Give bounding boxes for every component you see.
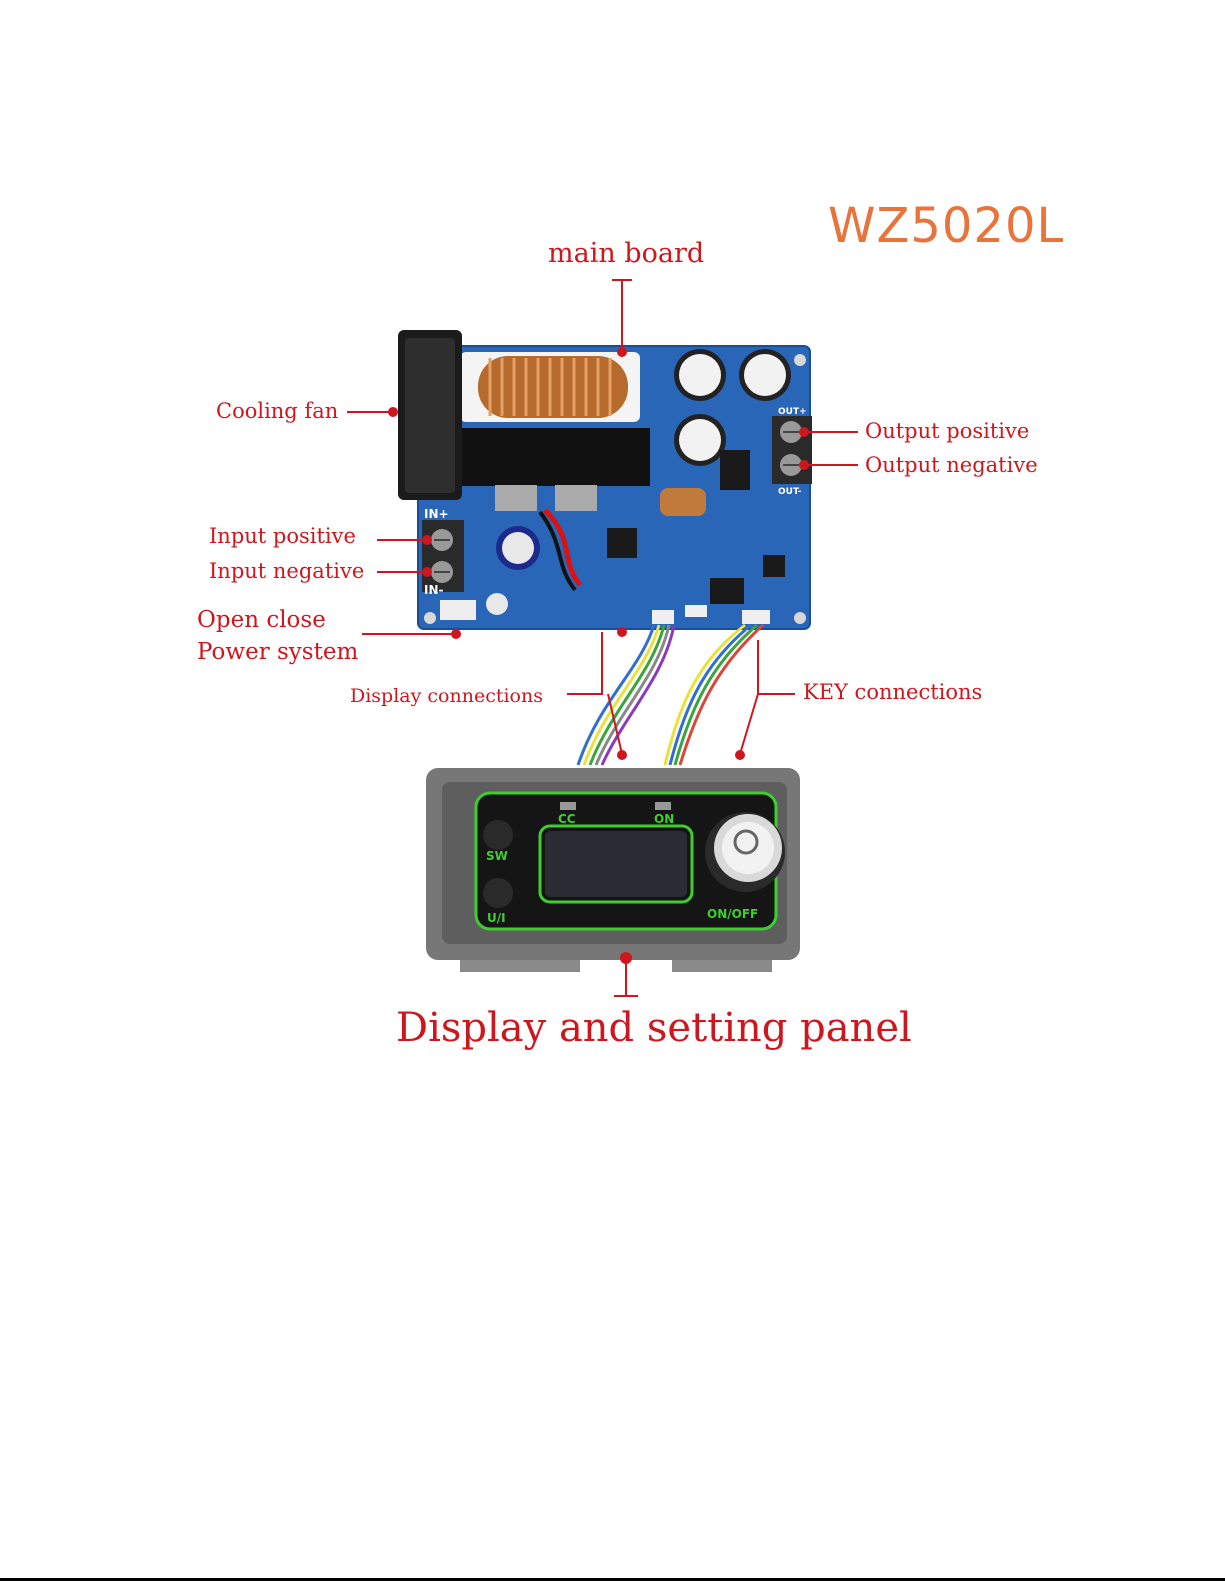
out-minus-mark: OUT-: [778, 487, 802, 497]
cooling-fan-label: Cooling fan: [216, 399, 338, 423]
display-connections-label: Display connections: [350, 685, 543, 707]
open-close-label: Open close: [197, 607, 326, 633]
cooling-fan: [398, 330, 462, 500]
output-negative-label: Output negative: [865, 453, 1038, 477]
onoff-label: ON/OFF: [707, 907, 758, 921]
main-board: IN+ IN- OUT+ OUT-: [418, 346, 812, 629]
on-indicator-label: ON: [654, 812, 674, 826]
power-system-label: Power system: [197, 639, 358, 665]
input-negative-label: Input negative: [209, 559, 364, 583]
page-bottom-border: [0, 1578, 1225, 1581]
input-positive-label: Input positive: [209, 524, 356, 548]
in-plus-mark: IN+: [424, 507, 449, 521]
key-connections-label: KEY connections: [803, 680, 982, 704]
out-plus-mark: OUT+: [778, 407, 807, 417]
ui-button-label: U/I: [487, 911, 506, 925]
in-minus-mark: IN-: [424, 583, 444, 597]
cc-indicator-label: CC: [558, 812, 576, 826]
main-board-label: main board: [548, 238, 704, 269]
sw-button-label: SW: [486, 849, 508, 863]
key-cable: [665, 625, 763, 765]
output-positive-label: Output positive: [865, 419, 1029, 443]
display-panel-label: Display and setting panel: [396, 1005, 912, 1051]
display-panel: CC ON SW U/I ON/OFF: [426, 768, 800, 972]
